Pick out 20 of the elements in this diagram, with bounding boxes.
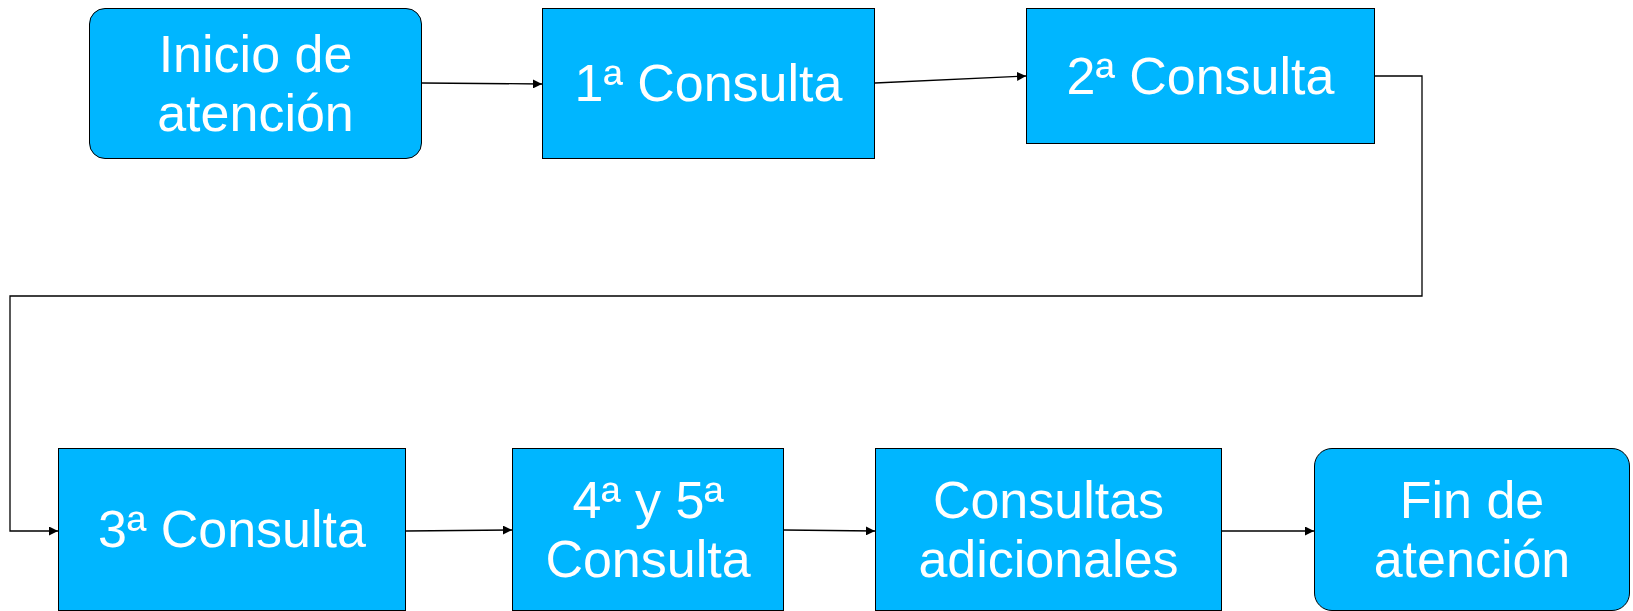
arrow [421, 79, 543, 89]
node-label: Inicio de atención [156, 25, 355, 142]
process-box [512, 448, 784, 611]
arrow [1221, 526, 1315, 536]
arrow [9, 75, 1423, 536]
node-label: 2ª Consulta [1066, 46, 1335, 106]
arrow [405, 525, 513, 535]
arrow [874, 71, 1027, 84]
arrow [783, 526, 876, 536]
process-box [875, 448, 1222, 611]
node-label: Fin de atención [1372, 471, 1572, 588]
node-label: 1ª Consulta [574, 54, 843, 113]
node-label: 4ª y 5ª Consulta [544, 471, 752, 588]
node-label: 3ª Consulta [98, 500, 366, 559]
process-box [542, 8, 875, 159]
terminal-box [89, 8, 422, 159]
process-box [58, 448, 406, 611]
node-label: Consultas adicionales [917, 471, 1180, 588]
process-box [1026, 8, 1375, 144]
terminal-box [1314, 448, 1630, 611]
